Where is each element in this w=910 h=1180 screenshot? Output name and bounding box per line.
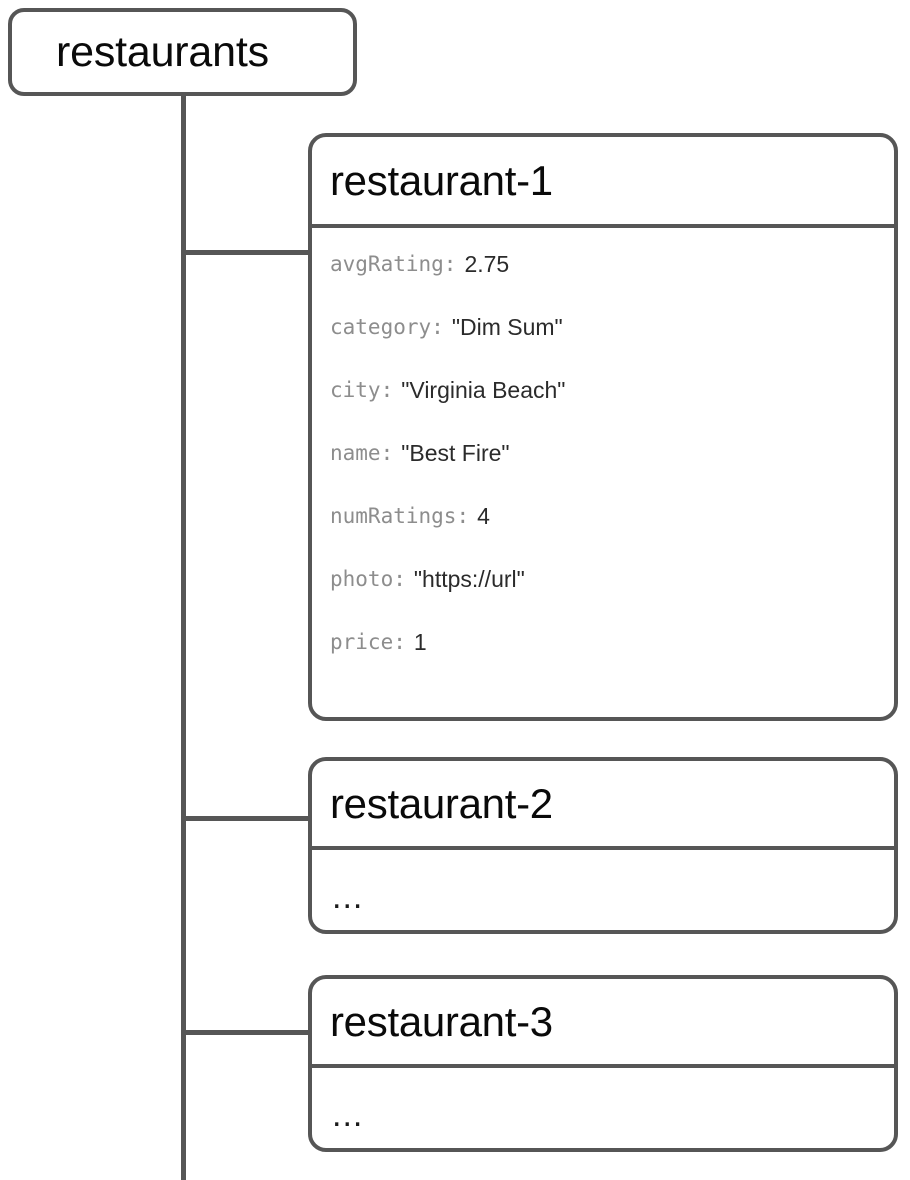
field-row: name: "Best Fire": [330, 440, 894, 506]
field-key: category: [330, 315, 432, 339]
document-card-header: restaurant-3: [312, 979, 894, 1068]
document-card-body: avgRating:2.75 category:"Dim Sum" city:"…: [312, 228, 894, 717]
field-row: price:1: [330, 629, 894, 695]
document-card-header: restaurant-2: [312, 761, 894, 850]
field-value: "Virginia Beach": [401, 377, 566, 403]
field-separator: :: [456, 504, 470, 528]
document-id-label: restaurant-2: [330, 779, 553, 827]
document-card-restaurant-1[interactable]: restaurant-1 avgRating:2.75 category:"Di…: [308, 133, 898, 721]
field-key: city: [330, 378, 381, 402]
document-id-label: restaurant-3: [330, 997, 553, 1045]
field-value: 4: [477, 503, 490, 529]
field-separator: :: [393, 567, 406, 591]
branch-connector-restaurant-3: [183, 1030, 310, 1035]
field-value: 2.75: [464, 251, 510, 277]
field-row: photo: "https://url": [330, 566, 894, 632]
field-row: numRatings:4: [330, 503, 894, 569]
field-key: photo: [330, 567, 394, 591]
collection-node-restaurants[interactable]: restaurants: [8, 8, 357, 96]
document-card-header: restaurant-1: [312, 137, 894, 228]
field-separator: :: [380, 378, 394, 402]
trunk-connector-line: [181, 92, 186, 1180]
field-separator: :: [431, 315, 444, 339]
field-key: avgRating: [330, 252, 444, 276]
branch-connector-restaurant-2: [183, 816, 310, 821]
field-separator: :: [443, 252, 457, 276]
document-card-restaurant-3[interactable]: restaurant-3 ...: [308, 975, 898, 1152]
field-key: price: [330, 630, 394, 654]
field-key: name: [330, 441, 381, 465]
document-card-body: ...: [312, 1068, 894, 1148]
field-list: avgRating:2.75 category:"Dim Sum" city:"…: [312, 228, 894, 695]
field-separator: :: [380, 441, 394, 465]
field-value: "https://url": [413, 566, 525, 592]
branch-connector-restaurant-1: [183, 250, 310, 255]
document-card-body: ...: [312, 850, 894, 930]
document-fields-ellipsis: ...: [332, 878, 364, 916]
field-row: category: "Dim Sum": [330, 314, 894, 380]
document-id-label: restaurant-1: [330, 156, 553, 204]
collection-node-label: restaurants: [56, 27, 269, 76]
document-card-restaurant-2[interactable]: restaurant-2 ...: [308, 757, 898, 934]
field-row: city: "Virginia Beach": [330, 377, 894, 443]
field-value: "Best Fire": [401, 440, 510, 466]
document-fields-ellipsis: ...: [332, 1096, 364, 1134]
field-value: "Dim Sum": [451, 314, 563, 340]
field-separator: :: [393, 630, 406, 654]
field-row: avgRating:2.75: [330, 251, 894, 317]
field-value: 1: [413, 629, 427, 655]
field-key: numRatings: [330, 504, 457, 528]
